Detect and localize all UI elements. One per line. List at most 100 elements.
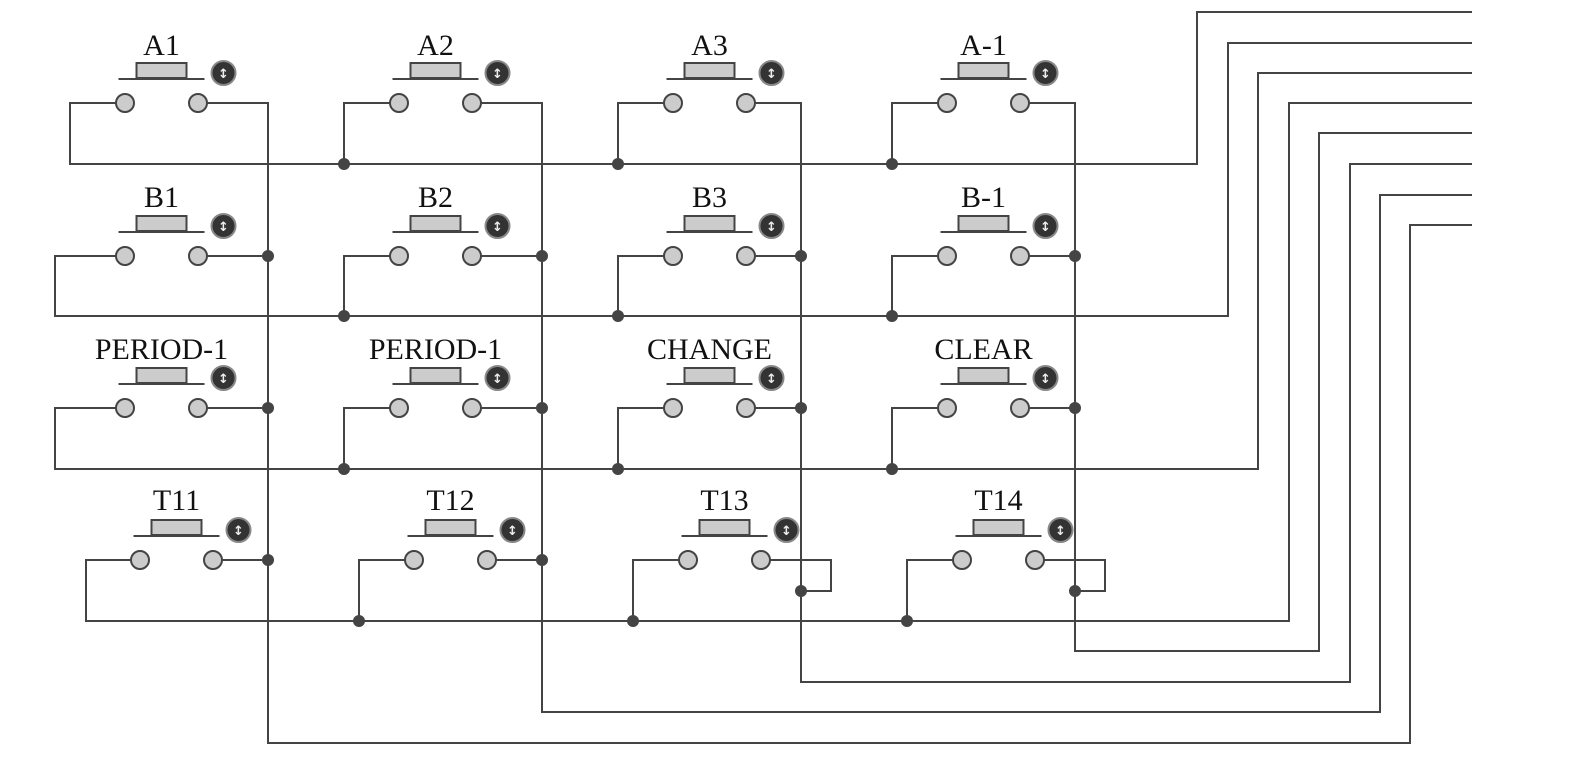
updown-arrow-icon: ↕ [1032, 365, 1059, 391]
key-actuator [957, 367, 1010, 384]
key-terminal-left [663, 93, 683, 113]
key-label: A2 [417, 29, 454, 62]
key-terminal-left [937, 93, 957, 113]
updown-arrow-icon: ↕ [499, 517, 526, 543]
key-actuator [683, 62, 736, 79]
key-label: A3 [691, 29, 728, 62]
key-row-3-col-3: CHANGE ↕ [647, 333, 785, 418]
svg-text:↕: ↕ [233, 524, 244, 539]
key-terminal-right [462, 93, 482, 113]
col-4-bus [1020, 102, 1472, 652]
key-row-1-col-2: A2↕ [389, 29, 511, 113]
junction-dot [338, 158, 350, 170]
junction-dot [262, 250, 274, 262]
key-row-3-col-1: PERIOD-1↕ [95, 333, 237, 418]
key-right-lead [1035, 559, 1106, 592]
junction-dot [795, 402, 807, 414]
key-terminal-left [404, 550, 424, 570]
key-terminal-left [130, 550, 150, 570]
key-left-lead [358, 559, 414, 621]
svg-text:↕: ↕ [218, 67, 229, 82]
key-actuator [409, 62, 462, 79]
key-row-4-col-3: T13 ↕ [678, 484, 800, 570]
key-terminal-right [203, 550, 223, 570]
key-left-lead [632, 559, 688, 621]
updown-arrow-icon: ↕ [758, 60, 785, 86]
key-left-lead [617, 102, 673, 164]
junction-dot [1069, 585, 1081, 597]
key-label: PERIOD-1 [369, 333, 502, 366]
key-label: T11 [153, 484, 200, 517]
updown-arrow-icon: ↕ [1032, 60, 1059, 86]
junction-dot [886, 310, 898, 322]
key-terminal-right [188, 398, 208, 418]
svg-text:↕: ↕ [1040, 372, 1051, 387]
updown-arrow-icon: ↕ [1047, 517, 1074, 543]
row-2-bus [54, 42, 1472, 317]
key-terminal-left [663, 246, 683, 266]
key-label: PERIOD-1 [95, 333, 228, 366]
key-row-4-col-4: T14↕ [952, 484, 1074, 570]
col-2-bus [472, 102, 1472, 713]
junction-dot [262, 554, 274, 566]
key-actuator [972, 519, 1025, 536]
key-left-lead [906, 559, 962, 621]
updown-arrow-icon: ↕ [225, 517, 252, 543]
key-row-3-col-2: PERIOD-1↕ [369, 333, 511, 418]
key-left-lead [617, 255, 673, 316]
key-terminal-right [188, 93, 208, 113]
svg-text:↕: ↕ [766, 372, 777, 387]
key-actuator [957, 62, 1010, 79]
junction-dot [795, 585, 807, 597]
updown-arrow-icon: ↕ [1032, 213, 1059, 239]
key-actuator [135, 62, 188, 79]
key-row-2-col-1: B1↕ [115, 181, 237, 266]
junction-dot [1069, 250, 1081, 262]
key-right-lead [761, 559, 832, 592]
key-row-2-col-3: B3 ↕ [663, 181, 785, 266]
keys: A1↕A2↕A3↕A-1↕B1↕B2↕B3↕B-1↕PERIOD-1↕PERIO… [95, 29, 1074, 570]
key-terminal-right [736, 246, 756, 266]
junction-dot [536, 402, 548, 414]
row-1-bus [69, 11, 1472, 165]
key-left-lead [343, 102, 399, 164]
key-label: B3 [692, 181, 727, 214]
svg-text:↕: ↕ [766, 220, 777, 235]
key-row-2-col-4: B-1 ↕ [937, 181, 1059, 266]
junction-dot [1069, 402, 1081, 414]
svg-text:↕: ↕ [218, 220, 229, 235]
key-terminal-right [736, 398, 756, 418]
key-terminal-right [462, 246, 482, 266]
key-actuator [409, 367, 462, 384]
key-row-2-col-2: B2 ↕ [389, 181, 511, 266]
updown-arrow-icon: ↕ [484, 213, 511, 239]
key-label: CLEAR [934, 333, 1032, 366]
updown-arrow-icon: ↕ [773, 517, 800, 543]
row-4-bus [85, 102, 1472, 622]
key-terminal-left [678, 550, 698, 570]
junction-dots [262, 158, 1081, 627]
key-actuator [150, 519, 203, 536]
junction-dot [612, 158, 624, 170]
key-row-4-col-2: T12↕ [404, 484, 526, 570]
key-left-lead [343, 407, 399, 469]
svg-text:↕: ↕ [507, 524, 518, 539]
key-row-1-col-1: A1 ↕ [115, 29, 237, 113]
svg-text:↕: ↕ [492, 220, 503, 235]
key-label: CHANGE [647, 333, 772, 366]
key-terminal-left [115, 246, 135, 266]
key-terminal-left [937, 398, 957, 418]
key-label: B-1 [961, 181, 1006, 214]
key-terminal-right [736, 93, 756, 113]
updown-arrow-icon: ↕ [210, 365, 237, 391]
key-terminal-left [937, 246, 957, 266]
key-left-lead [891, 255, 947, 316]
svg-text:↕: ↕ [781, 524, 792, 539]
col-1-bus [198, 102, 1472, 744]
key-label: B2 [418, 181, 453, 214]
junction-dot [901, 615, 913, 627]
key-label: A1 [143, 29, 180, 62]
key-terminal-left [115, 398, 135, 418]
key-label: T13 [700, 484, 748, 517]
